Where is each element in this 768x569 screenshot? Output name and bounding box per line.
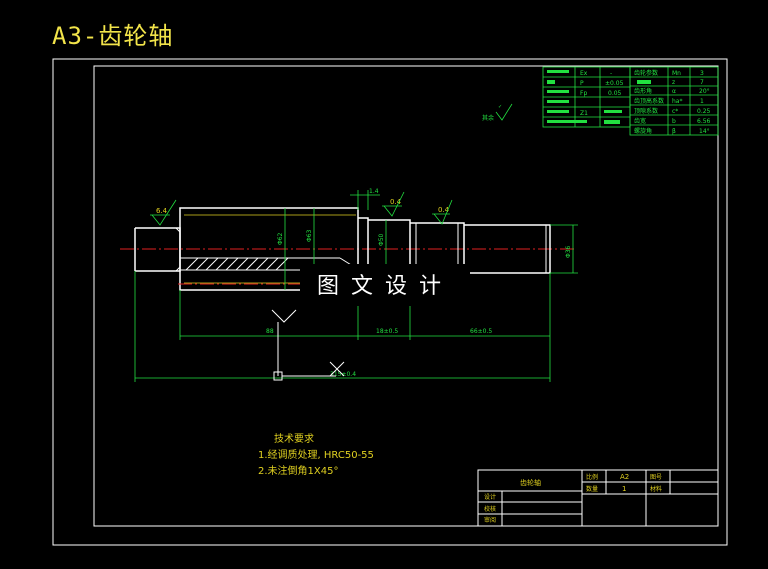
- gp-left-r4-a: Z1: [580, 110, 588, 117]
- gp-right-r0-val: 3: [700, 70, 704, 77]
- gp-right-r1-sym: z: [672, 79, 675, 86]
- title-block: 齿轮轴 比例 A2 图号 数量 1 材料 设计 校核 审阅: [477, 469, 719, 527]
- dim-dia-2: Φ63: [306, 229, 313, 242]
- gp-left-r0-b: -: [610, 70, 612, 77]
- gp-left-r2-b: 0.05: [608, 90, 622, 97]
- gp-right-r2-name: 齿形角: [634, 87, 652, 95]
- tech-req-item-2: 2.未注倒角1X45°: [258, 466, 339, 477]
- gp-left-r1-b: ±0.05: [605, 80, 624, 87]
- shaft-outline: [134, 207, 551, 301]
- page-title: A3-齿轮轴: [52, 22, 174, 50]
- roughness-symbol-2: 0.4: [382, 191, 405, 217]
- watermark-background: [300, 264, 470, 306]
- gp-right-r4-name: 顶隙系数: [634, 107, 658, 115]
- gp-right-r0-name: 齿轮参数: [634, 69, 658, 77]
- gp-right-r4-val: 0.25: [697, 108, 711, 115]
- roughness-symbol-3: 0.4: [432, 199, 453, 225]
- gp-left-r2-a: Fp: [580, 90, 587, 97]
- gp-right-r0-sym: Mn: [672, 70, 681, 77]
- gp-left-r0-a: Ex: [580, 70, 588, 77]
- dim-len-mid: 18±0.5: [376, 328, 398, 335]
- ucs-icon: [271, 309, 345, 381]
- tb-qty-label: 数量: [586, 485, 598, 493]
- dim-len-right: 66±0.5: [470, 328, 492, 335]
- remainder-label: 其余: [482, 114, 494, 122]
- gear-param-table-left: Ex - P ±0.05 Fp 0.05 Z1: [542, 66, 631, 128]
- tb-part-name: 齿轮轴: [520, 478, 541, 487]
- gp-right-r6-val: 14°: [699, 128, 710, 135]
- gp-right-r1-val: 7: [700, 79, 704, 86]
- watermark-text: 图文设计: [316, 274, 453, 299]
- tb-qty-value: 1: [622, 485, 626, 493]
- technical-requirements: 技术要求 1.经调质处理, HRC50-55 2.未注倒角1X45°: [258, 432, 374, 480]
- svg-text:✓: ✓: [498, 104, 502, 110]
- gp-left-r1-a: P: [580, 80, 584, 87]
- gp-right-r6-name: 螺旋角: [634, 127, 652, 135]
- roughness-3-value: 0.4: [438, 206, 450, 214]
- dim-len-left: 88: [266, 328, 274, 335]
- gp-right-r2-sym: α: [672, 88, 676, 95]
- tb-scale-label: 比例: [586, 473, 598, 481]
- tb-drawing-no-label: 图号: [650, 474, 662, 481]
- tb-material-label: 材料: [650, 485, 662, 493]
- tb-checker-label: 校核: [484, 505, 496, 513]
- gp-right-r5-val: 6.56: [697, 118, 711, 125]
- remainder-roughness-symbol: 其余 ✓: [482, 103, 513, 122]
- tech-req-item-1: 1.经调质处理, HRC50-55: [258, 450, 374, 461]
- gp-right-r2-val: 20°: [699, 88, 710, 95]
- dim-dia-4: Φ36: [565, 245, 572, 258]
- tb-reviewer-label: 审阅: [484, 516, 496, 524]
- gp-right-r3-sym: ha*: [672, 98, 682, 105]
- gp-right-r4-sym: c*: [672, 108, 678, 115]
- gp-right-r3-val: 1: [700, 98, 704, 105]
- gp-right-r5-name: 齿宽: [634, 117, 646, 125]
- gp-right-r5-sym: b: [672, 118, 676, 125]
- tb-scale-value: A2: [620, 473, 629, 481]
- gp-right-r3-name: 齿顶高系数: [634, 97, 664, 105]
- gear-param-table-right: 齿轮参数 Mn 3 z 7 齿形角 α 20° 齿顶高系数 ha* 1 顶隙系数…: [629, 66, 719, 136]
- outer-frame: [52, 58, 728, 546]
- roughness-symbol-1: 6.4: [150, 199, 177, 226]
- dim-dia-1: Φ62: [277, 232, 284, 245]
- dim-chamfer-top: 1.4: [369, 188, 379, 195]
- roughness-2-value: 0.4: [390, 198, 402, 206]
- gp-right-r6-sym: β: [672, 128, 676, 135]
- tech-req-heading: 技术要求: [274, 434, 314, 445]
- tb-designer-label: 设计: [484, 493, 496, 501]
- dim-dia-3: Φ50: [378, 233, 385, 246]
- inner-frame: [93, 65, 719, 527]
- roughness-1-value: 6.4: [156, 207, 168, 215]
